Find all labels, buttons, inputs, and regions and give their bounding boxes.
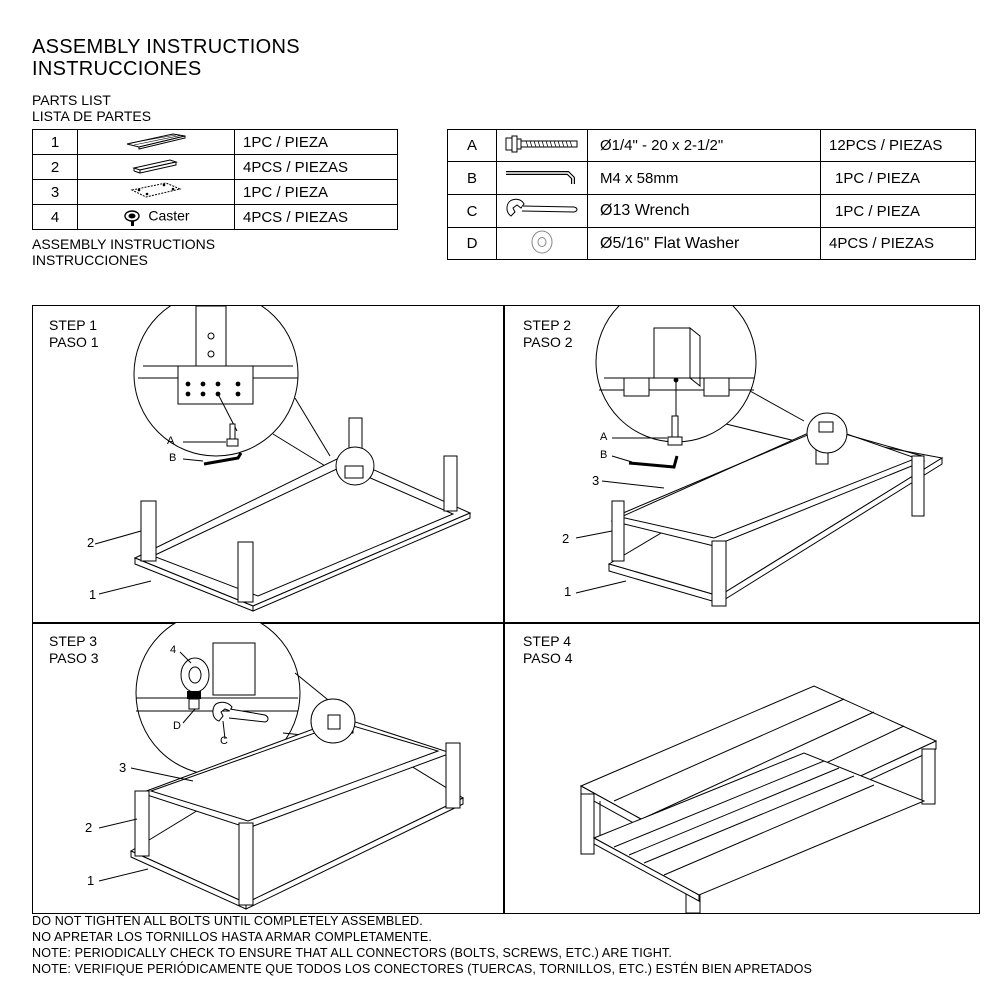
step-2-diagram: [575, 306, 944, 607]
tabletop-icon: [77, 129, 235, 155]
callout-1: 1: [89, 587, 97, 602]
parts-list-en: PARTS LIST: [32, 92, 111, 108]
parts-row: 1 1PC / PIEZA: [32, 129, 398, 155]
callout-3: 3: [592, 473, 600, 488]
callout-4: 4: [170, 644, 177, 656]
callout-3: 3: [119, 760, 127, 775]
step-3-label: STEP 3 PASO 3: [49, 633, 99, 667]
callout-1: 1: [87, 873, 95, 888]
leg-icon: [77, 154, 235, 180]
hardware-row: D Ø5/16" Flat Washer 4PCS / PIEZAS: [447, 227, 976, 260]
part-qty: 4PCS / PIEZAS: [234, 154, 398, 180]
note-line: NOTE: VERIFIQUE PERIÓDICAMENTE QUE TODOS…: [32, 962, 813, 976]
step-2-en: STEP 2: [523, 317, 571, 333]
step-3-diagram: [98, 623, 465, 910]
assembly-es: INSTRUCCIONES: [32, 252, 148, 268]
step-1-en: STEP 1: [49, 317, 97, 333]
hardware-desc: M4 x 58mm: [587, 161, 821, 195]
hardware-table: A Ø1/4" - 20 x 2-1/2" 12PCS / PIEZAS B M…: [447, 129, 976, 260]
step-4-es: PASO 4: [523, 650, 573, 666]
callout-A: A: [167, 435, 175, 447]
step-3-en: STEP 3: [49, 633, 97, 649]
parts-list-es: LISTA DE PARTES: [32, 108, 152, 124]
callout-C: C: [220, 735, 228, 747]
hardware-row: C Ø13 Wrench 1PC / PIEZA: [447, 194, 976, 228]
parts-row: 4 Caster 4PCS / PIEZAS: [32, 204, 398, 230]
assembly-heading: ASSEMBLY INSTRUCTIONS INSTRUCCIONES: [32, 236, 215, 268]
part-number: 2: [32, 154, 78, 180]
hardware-qty: 12PCS / PIEZAS: [820, 129, 976, 162]
step-4-panel: STEP 4 PASO 4: [503, 622, 980, 914]
step-4-en: STEP 4: [523, 633, 571, 649]
step-2-es: PASO 2: [523, 334, 573, 350]
note-line: DO NOT TIGHTEN ALL BOLTS UNTIL COMPLETEL…: [32, 914, 423, 928]
hardware-qty: 1PC / PIEZA: [820, 194, 976, 228]
note-line: NOTE: PERIODICALLY CHECK TO ENSURE THAT …: [32, 946, 672, 960]
assembly-en: ASSEMBLY INSTRUCTIONS: [32, 236, 216, 252]
part-number: 3: [32, 179, 78, 205]
callout-1: 1: [564, 584, 572, 599]
hardware-row: B M4 x 58mm 1PC / PIEZA: [447, 161, 976, 195]
wrench-icon: [496, 194, 588, 228]
parts-table: 1 1PC / PIEZA 2 4PCS / PIEZAS 3 1PC / PI…: [32, 129, 398, 230]
step-4-label: STEP 4 PASO 4: [523, 633, 573, 667]
hardware-desc: Ø5/16" Flat Washer: [587, 227, 821, 260]
hardware-letter: C: [447, 194, 497, 228]
step-1-panel: STEP 1 PASO 1 A B 2: [32, 305, 505, 624]
part-number: 1: [32, 129, 78, 155]
note-line: NO APRETAR LOS TORNILLOS HASTA ARMAR COM…: [32, 930, 433, 944]
hardware-qty: 1PC / PIEZA: [820, 161, 976, 195]
notes-block: DO NOT TIGHTEN ALL BOLTS UNTIL COMPLETEL…: [32, 913, 812, 977]
hardware-letter: D: [447, 227, 497, 260]
title-es: INSTRUCCIONES: [32, 58, 202, 80]
parts-row: 3 1PC / PIEZA: [32, 179, 398, 205]
part-qty: 4PCS / PIEZAS: [234, 204, 398, 230]
allen-key-icon: [496, 161, 588, 195]
washer-icon: [496, 227, 588, 260]
assembled-table-diagram: [579, 685, 938, 913]
step-1-es: PASO 1: [49, 334, 99, 350]
callout-D: D: [173, 720, 181, 732]
hardware-row: A Ø1/4" - 20 x 2-1/2" 12PCS / PIEZAS: [447, 129, 976, 162]
parts-row: 2 4PCS / PIEZAS: [32, 154, 398, 180]
callout-B: B: [169, 452, 177, 464]
part-qty: 1PC / PIEZA: [234, 179, 398, 205]
step-2-label: STEP 2 PASO 2: [523, 317, 573, 351]
caster-icon: [122, 208, 144, 226]
parts-list-heading: PARTS LIST LISTA DE PARTES: [32, 92, 151, 124]
callout-2: 2: [85, 820, 93, 835]
step-1-diagram: [94, 306, 472, 612]
callout-B: B: [600, 449, 608, 461]
hardware-letter: B: [447, 161, 497, 195]
bolt-icon: [496, 129, 588, 162]
hardware-desc: Ø13 Wrench: [587, 194, 821, 228]
title-en: ASSEMBLY INSTRUCTIONS: [32, 36, 300, 58]
step-3-es: PASO 3: [49, 650, 99, 666]
part-qty: 1PC / PIEZA: [234, 129, 398, 155]
hardware-qty: 4PCS / PIEZAS: [820, 227, 976, 260]
callout-2: 2: [562, 531, 570, 546]
step-3-panel: STEP 3 PASO 3 4 D C 3 2 1: [32, 622, 505, 914]
document-title: ASSEMBLY INSTRUCTIONS INSTRUCCIONES: [32, 36, 300, 80]
caster-label: Caster: [148, 207, 190, 224]
callout-A: A: [600, 431, 608, 443]
step-1-label: STEP 1 PASO 1: [49, 317, 99, 351]
part-number: 4: [32, 204, 78, 230]
hardware-desc: Ø1/4" - 20 x 2-1/2": [587, 129, 821, 162]
hardware-letter: A: [447, 129, 497, 162]
step-2-panel: STEP 2 PASO 2 A B 3 2: [503, 305, 980, 624]
shelf-panel-icon: [77, 179, 235, 205]
callout-2: 2: [87, 535, 95, 550]
